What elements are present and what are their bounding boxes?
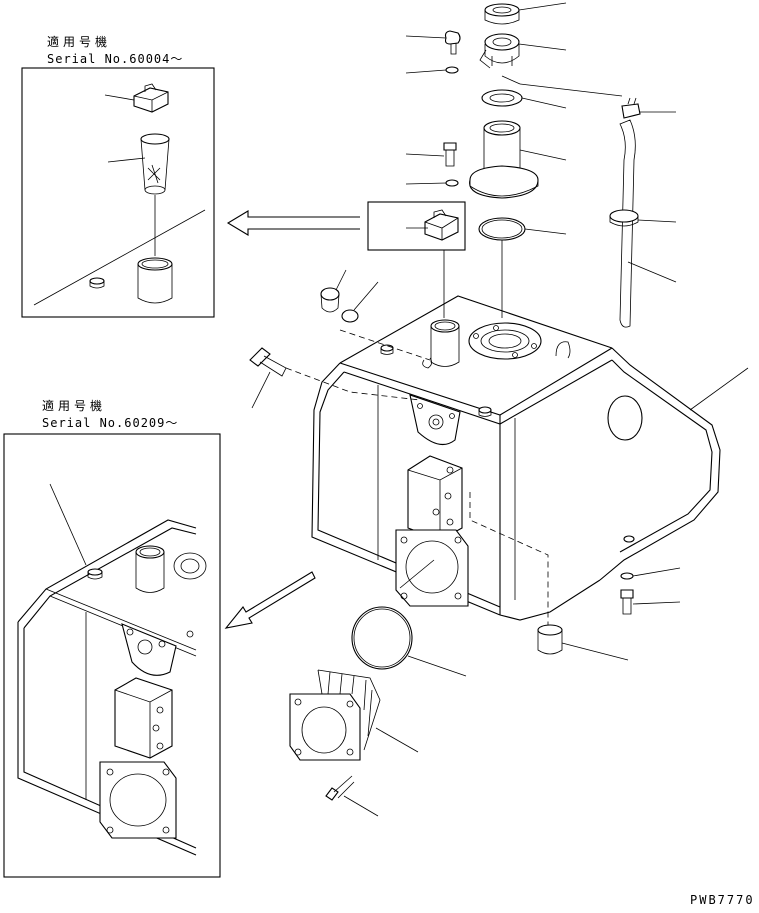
arrow-to-inset-bottom	[224, 571, 316, 629]
inset-bottom-serial-label: Serial No.60209～	[42, 416, 179, 430]
hose	[619, 119, 636, 328]
leader-lines	[251, 2, 749, 817]
inset-top-filler-neck	[137, 257, 173, 304]
washer-middle	[445, 179, 459, 187]
plug	[320, 287, 340, 313]
washer-top	[445, 66, 459, 74]
bolt-right	[620, 589, 634, 615]
gasket	[481, 89, 523, 107]
hydraulic-tank-body	[311, 295, 721, 621]
inset-top-applicability-label: 適用号機	[47, 35, 112, 49]
o-ring-small	[341, 309, 359, 323]
inset-bottom-applicability-label: 適用号機	[42, 399, 107, 413]
bolt-middle	[443, 142, 457, 167]
long-bolt	[249, 347, 287, 377]
arrow-to-inset-top	[226, 210, 360, 236]
o-ring-suction	[351, 606, 413, 670]
drain-plug	[537, 624, 563, 655]
breather-body	[479, 33, 520, 69]
inset-top-tank-edge	[33, 209, 206, 306]
inset-top-strainer	[140, 133, 170, 195]
inset-bottom-frame	[3, 433, 221, 878]
filter-cap-callout-box	[367, 201, 466, 251]
inset-top-serial-label: Serial No.60004～	[47, 52, 184, 66]
drawing-code: PWB7770	[690, 893, 755, 907]
screw-bottom	[325, 775, 355, 801]
hose-clamp-top	[621, 97, 641, 119]
inset-bottom-tank	[17, 519, 207, 856]
o-ring-large	[478, 217, 526, 241]
inset-top-cap	[133, 83, 169, 113]
inset-top-frame	[21, 67, 215, 318]
washer-right	[620, 572, 634, 580]
filler-pipe	[469, 120, 539, 199]
suction-strainer	[289, 669, 381, 761]
breather-cap	[484, 3, 520, 25]
hose-clamp-middle	[609, 209, 639, 227]
bolt-top	[444, 30, 461, 55]
dashed-assembly-lines	[285, 329, 549, 626]
